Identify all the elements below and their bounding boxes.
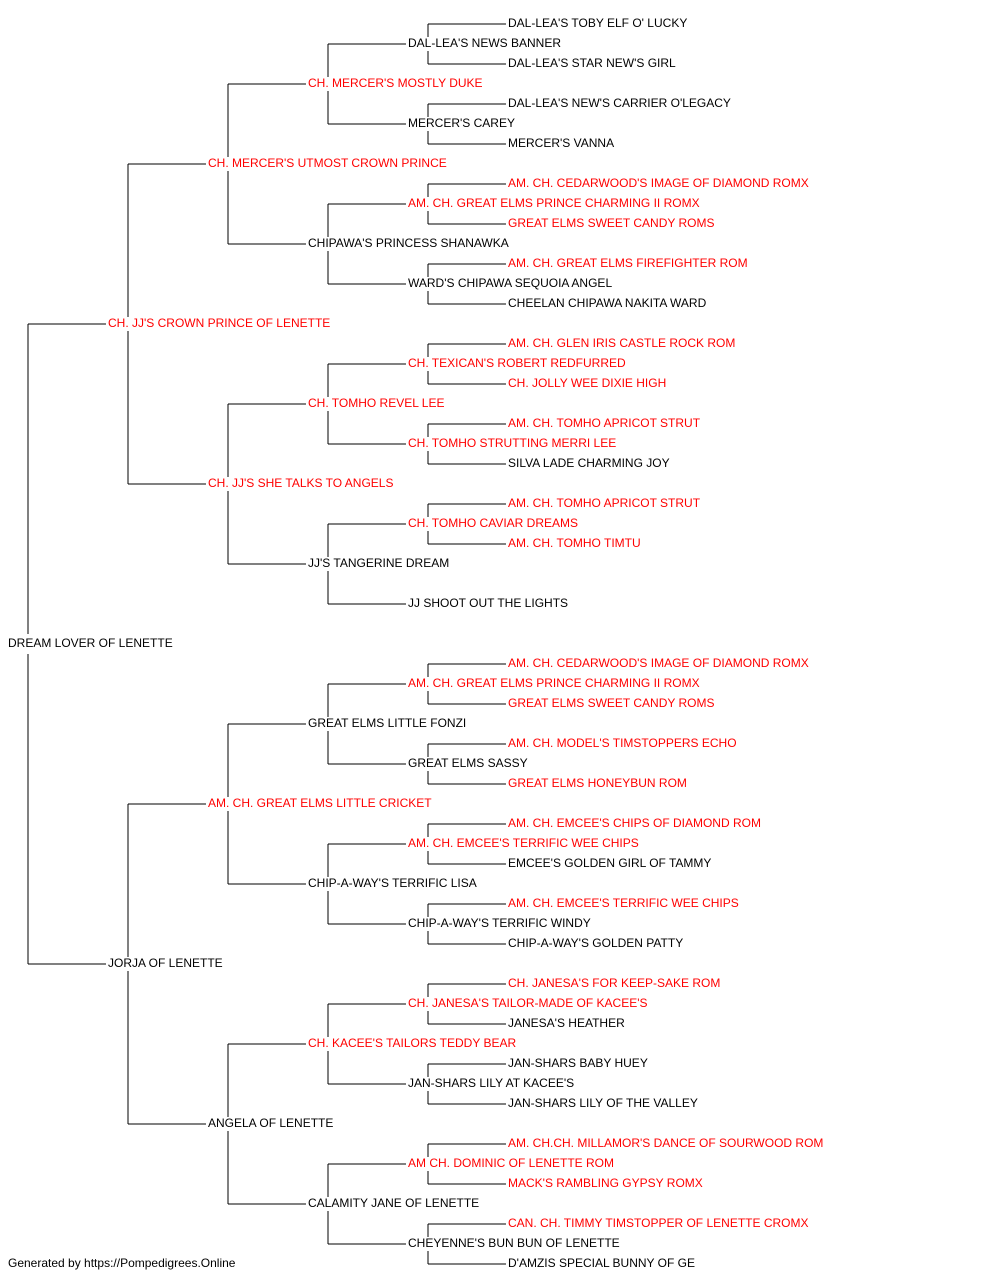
ancestor-name: GREAT ELMS LITTLE FONZI (308, 716, 466, 730)
ancestor-name: CH. MERCER'S UTMOST CROWN PRINCE (208, 156, 447, 170)
ancestor-name: AM. CH. GREAT ELMS FIREFIGHTER ROM (508, 256, 748, 270)
ancestor-name: CH. MERCER'S MOSTLY DUKE (308, 76, 483, 90)
ancestor-name: CH. JJ'S SHE TALKS TO ANGELS (208, 476, 393, 490)
ancestor-name: AM. CH. EMCEE'S TERRIFIC WEE CHIPS (408, 836, 639, 850)
ancestor-name: D'AMZIS SPECIAL BUNNY OF GE (508, 1256, 695, 1270)
ancestor-name: CH. JOLLY WEE DIXIE HIGH (508, 376, 666, 390)
ancestor-name: AM. CH. CEDARWOOD'S IMAGE OF DIAMOND ROM… (508, 656, 809, 670)
ancestor-name: AM. CH. TOMHO TIMTU (508, 536, 641, 550)
ancestor-name: DAL-LEA'S TOBY ELF O' LUCKY (508, 16, 687, 30)
ancestor-name: AM. CH. TOMHO APRICOT STRUT (508, 496, 701, 510)
ancestor-name: CHEYENNE'S BUN BUN OF LENETTE (408, 1236, 620, 1250)
ancestor-name: CH. TEXICAN'S ROBERT REDFURRED (408, 356, 626, 370)
ancestor-name: CH. TOMHO REVEL LEE (308, 396, 444, 410)
pedigree-connectors (27, 23, 506, 1265)
ancestor-name: AM. CH. GREAT ELMS PRINCE CHARMING II RO… (408, 196, 700, 210)
ancestor-name: AM. CH. MODEL'S TIMSTOPPERS ECHO (508, 736, 737, 750)
ancestor-name: CH. TOMHO STRUTTING MERRI LEE (408, 436, 616, 450)
ancestor-name: MERCER'S VANNA (508, 136, 614, 150)
ancestor-name: CHIPAWA'S PRINCESS SHANAWKA (308, 236, 509, 250)
ancestor-name: MACK'S RAMBLING GYPSY ROMX (508, 1176, 703, 1190)
ancestor-name: AM. CH. CEDARWOOD'S IMAGE OF DIAMOND ROM… (508, 176, 809, 190)
ancestor-name: JANESA'S HEATHER (508, 1016, 625, 1030)
ancestor-name: SILVA LADE CHARMING JOY (508, 456, 670, 470)
footer-credit: Generated by https://Pompedigrees.Online (8, 1256, 236, 1270)
ancestor-name: AM. CH. GREAT ELMS PRINCE CHARMING II RO… (408, 676, 700, 690)
ancestor-name: WARD'S CHIPAWA SEQUOIA ANGEL (408, 276, 612, 290)
ancestor-name: JJ SHOOT OUT THE LIGHTS (408, 596, 568, 610)
ancestor-name: CH. TOMHO CAVIAR DREAMS (408, 516, 578, 530)
ancestor-name: GREAT ELMS HONEYBUN ROM (508, 776, 687, 790)
ancestor-name: ANGELA OF LENETTE (208, 1116, 333, 1130)
ancestor-name: CHEELAN CHIPAWA NAKITA WARD (508, 296, 707, 310)
ancestor-name: CH. JANESA'S TAILOR-MADE OF KACEE'S (408, 996, 648, 1010)
ancestor-name: AM. CH. TOMHO APRICOT STRUT (508, 416, 701, 430)
ancestor-name: JJ'S TANGERINE DREAM (308, 556, 449, 570)
ancestor-name: GREAT ELMS SWEET CANDY ROMS (508, 696, 714, 710)
ancestor-name: CALAMITY JANE OF LENETTE (308, 1196, 479, 1210)
ancestor-name: DAL-LEA'S NEWS BANNER (408, 36, 561, 50)
ancestor-name: CAN. CH. TIMMY TIMSTOPPER OF LENETTE CRO… (508, 1216, 808, 1230)
ancestor-name: DAL-LEA'S STAR NEW'S GIRL (508, 56, 676, 70)
ancestor-name: MERCER'S CAREY (408, 116, 515, 130)
ancestor-name: JORJA OF LENETTE (108, 956, 223, 970)
ancestor-name: JAN-SHARS LILY OF THE VALLEY (508, 1096, 698, 1110)
ancestor-name: GREAT ELMS SASSY (408, 756, 528, 770)
ancestor-name: JAN-SHARS LILY AT KACEE'S (408, 1076, 574, 1090)
ancestor-name: AM CH. DOMINIC OF LENETTE ROM (408, 1156, 614, 1170)
ancestor-name: CH. JJ'S CROWN PRINCE OF LENETTE (108, 316, 330, 330)
ancestor-name: GREAT ELMS SWEET CANDY ROMS (508, 216, 714, 230)
ancestor-name: AM. CH. EMCEE'S CHIPS OF DIAMOND ROM (508, 816, 761, 830)
ancestor-name: CHIP-A-WAY'S GOLDEN PATTY (508, 936, 683, 950)
ancestor-name: CH. JANESA'S FOR KEEP-SAKE ROM (508, 976, 720, 990)
ancestor-name: JAN-SHARS BABY HUEY (508, 1056, 648, 1070)
ancestor-name: CHIP-A-WAY'S TERRIFIC WINDY (408, 916, 591, 930)
ancestor-name: CHIP-A-WAY'S TERRIFIC LISA (308, 876, 477, 890)
ancestor-name: EMCEE'S GOLDEN GIRL OF TAMMY (508, 856, 711, 870)
ancestor-name: AM. CH.CH. MILLAMOR'S DANCE OF SOURWOOD … (508, 1136, 823, 1150)
pedigree-names: DREAM LOVER OF LENETTE CH. JJ'S CROWN PRI… (8, 16, 823, 1270)
ancestor-name: AM. CH. GREAT ELMS LITTLE CRICKET (208, 796, 432, 810)
ancestor-name: AM. CH. GLEN IRIS CASTLE ROCK ROM (508, 336, 735, 350)
ancestor-name: CH. KACEE'S TAILORS TEDDY BEAR (308, 1036, 516, 1050)
ancestor-name: AM. CH. EMCEE'S TERRIFIC WEE CHIPS (508, 896, 739, 910)
ancestor-name: DAL-LEA'S NEW'S CARRIER O'LEGACY (508, 96, 731, 110)
subject-dog-name: DREAM LOVER OF LENETTE (8, 636, 173, 650)
